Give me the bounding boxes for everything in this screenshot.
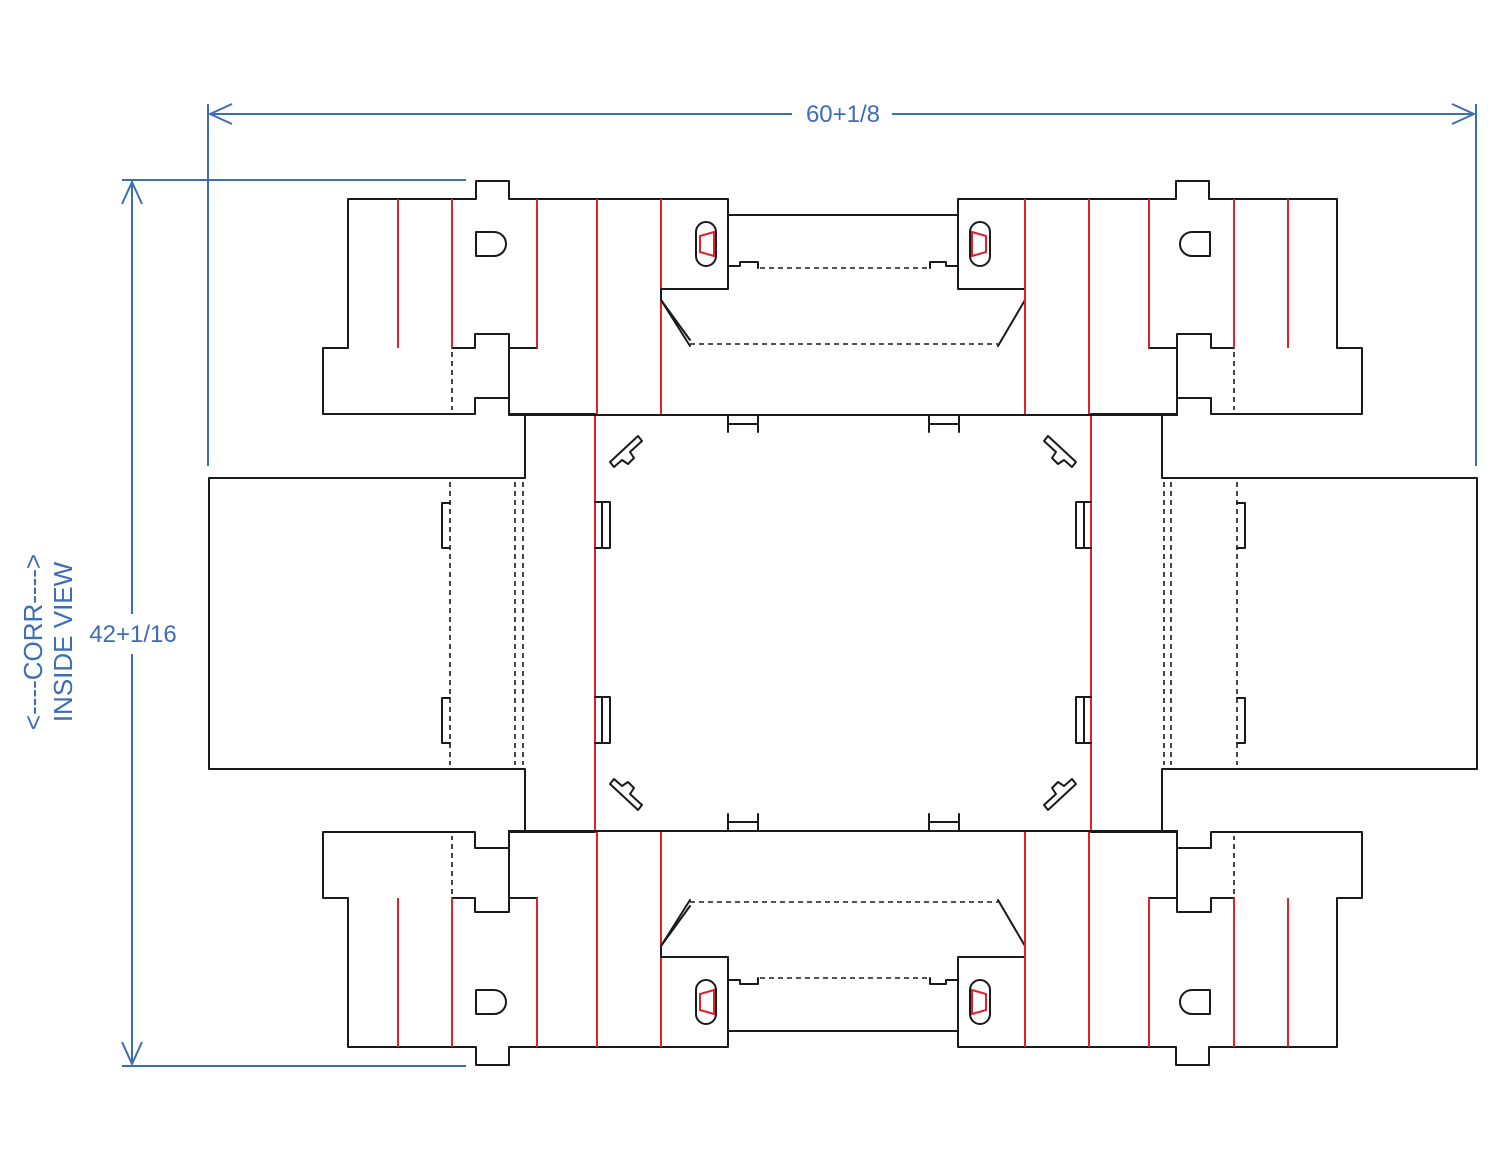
side-note: <----CORR----> INSIDE VIEW [18, 554, 78, 730]
height-dimension: 42+1/16 [80, 179, 466, 1067]
corr-direction-label: <----CORR----> [18, 554, 48, 730]
width-label: 60+1/8 [806, 101, 880, 128]
width-dimension: 60+1/8 [207, 101, 1477, 466]
inside-view-label: INSIDE VIEW [48, 561, 78, 722]
top-flap-assembly [322, 180, 1363, 416]
base-panel [594, 414, 1092, 832]
left-end-panel [208, 414, 526, 832]
right-end-panel [1161, 414, 1478, 832]
height-label: 42+1/16 [89, 621, 176, 648]
bottom-flap-assembly [322, 830, 1363, 1066]
